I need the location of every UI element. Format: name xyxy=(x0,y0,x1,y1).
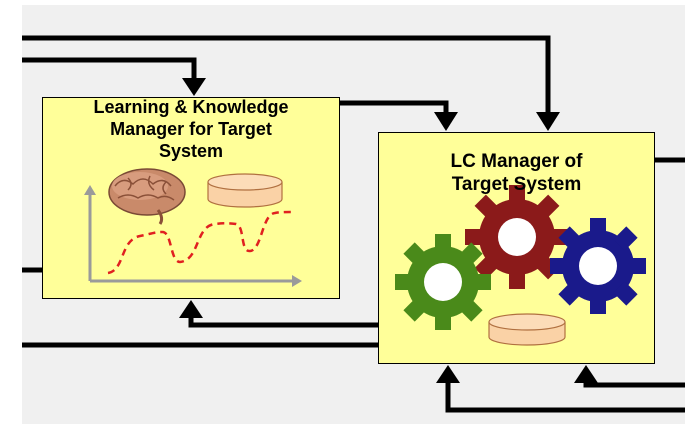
connector-bottom-right-2 xyxy=(445,380,685,413)
arrowhead-down-lc-left xyxy=(434,112,458,131)
arrowhead-up-bottom-right-2 xyxy=(436,365,460,383)
learning-knowledge-manager-box xyxy=(42,97,340,299)
arrowhead-down-lc-top xyxy=(536,112,560,131)
learning-knowledge-manager-title: Learning & Knowledge Manager for Target … xyxy=(93,97,289,161)
red-gear-icon xyxy=(465,185,569,289)
arrowhead-up-bottom-right-1 xyxy=(574,365,598,383)
green-gear-icon xyxy=(395,234,491,330)
arrowheads xyxy=(179,78,598,383)
learning-curve-chart xyxy=(84,185,302,287)
database-icon xyxy=(488,313,566,346)
connector-lc-to-learning-feedback xyxy=(188,316,378,328)
connector-top-to-learning-manager xyxy=(22,57,197,80)
gears-icon xyxy=(395,185,646,330)
connector-top-to-lc-manager xyxy=(22,35,551,113)
lc-manager-title: LC Manager of Target System xyxy=(450,151,583,196)
brain-icon xyxy=(108,168,186,225)
connector-learning-to-lc-manager xyxy=(340,100,449,113)
arrowhead-up-learning-feedback xyxy=(179,300,203,318)
database-icon xyxy=(207,173,283,208)
arrowhead-down-learning xyxy=(182,78,206,96)
connector-lines xyxy=(22,35,685,413)
blue-gear-icon xyxy=(550,218,646,314)
connector-bottom-right-1 xyxy=(583,380,685,388)
